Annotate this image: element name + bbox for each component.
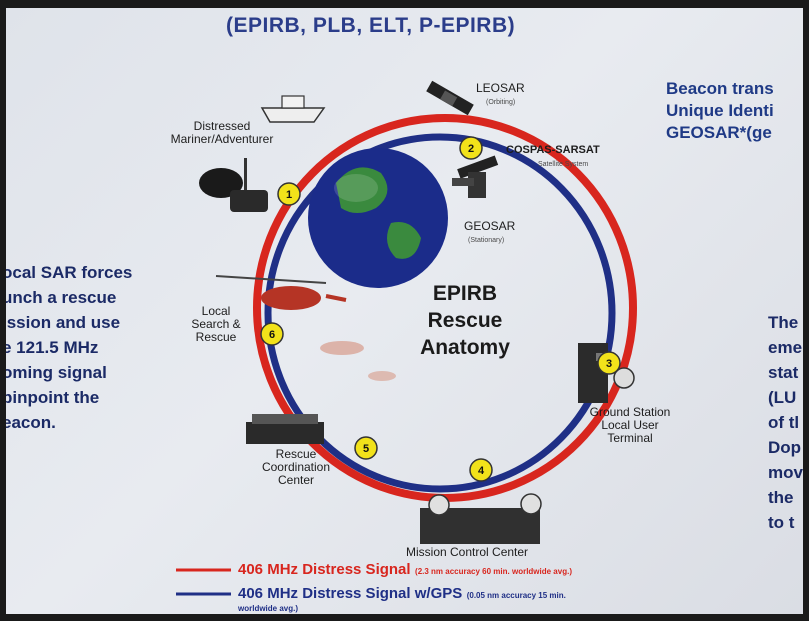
step-label-3: 3 <box>606 358 612 370</box>
label-distressed: Distressed Mariner/Adventurer <box>152 120 292 146</box>
label-geosar: GEOSAR <box>464 219 516 233</box>
globe-icon <box>308 148 448 288</box>
step-badge-6: 6 <box>260 322 284 346</box>
left-text-line-3: ission and use <box>6 313 121 332</box>
label-local-search-line-3: Rescue <box>195 330 237 344</box>
legend-red-main: 406 MHz Distress Signal <box>238 561 411 578</box>
center-title-line-2: Rescue <box>427 309 503 332</box>
step-badge-2: 2 <box>459 136 483 160</box>
right-text-line-8: the <box>768 488 794 507</box>
step-badge-3: 3 <box>597 351 621 375</box>
handheld-beacon-icon <box>199 158 268 212</box>
legend-blue: 406 MHz Distress Signal w/GPS (0.05 nm a… <box>238 585 566 603</box>
slide: (EPIRB, PLB, ELT, P-EPIRB) Beacon trans … <box>6 8 803 614</box>
right-text-line-2: eme <box>768 338 803 357</box>
legend-red-detail: (2.3 nm accuracy 60 min. worldwide avg.) <box>415 567 572 576</box>
label-geosar-sub: (Stationary) <box>468 237 505 244</box>
right-top-line-3: GEOSAR*(ge <box>666 123 772 142</box>
label-ground-station-line-2: Local User <box>601 418 659 432</box>
center-title-line-1: EPIRB <box>432 282 498 305</box>
label-mcc: Mission Control Center <box>406 545 529 559</box>
left-text-line-2: unch a rescue <box>6 288 117 307</box>
label-cospas-sub: Satellite System <box>538 161 589 168</box>
left-text-line-4: e 121.5 MHz <box>6 338 99 357</box>
diagram-svg: 1 2 3 4 5 6 <box>176 80 637 596</box>
right-text-line-6: Dop <box>768 438 802 457</box>
label-local-search: Local Search & Rescue <box>186 305 246 344</box>
label-rcc-line-1: Rescue <box>275 447 317 461</box>
left-text-line-1: ocal SAR forces <box>6 263 133 282</box>
label-cospas: COSPAS-SARSAT <box>506 144 600 156</box>
satellite-icon <box>426 80 474 116</box>
right-text-line-4: (LU <box>768 388 797 407</box>
label-rcc-line-2: Coordination <box>261 460 331 474</box>
right-text-line-5: of tl <box>768 413 800 432</box>
left-text-line-5: oming signal <box>6 363 107 382</box>
label-ground-station-line-1: Ground Station <box>589 405 671 419</box>
legend-blue-main: 406 MHz Distress Signal w/GPS <box>238 585 463 602</box>
left-text-line-6: pinpoint the <box>6 388 100 407</box>
legend-blue-detail-2: worldwide avg.) <box>238 604 299 613</box>
step-label-1: 1 <box>286 189 292 201</box>
center-title: EPIRB Rescue Anatomy <box>420 280 510 361</box>
geo-satellite-icon <box>452 155 499 198</box>
right-text-line-1: The <box>768 313 799 332</box>
step-label-4: 4 <box>478 465 485 477</box>
label-leosar: LEOSAR <box>476 81 525 95</box>
step-badge-4: 4 <box>469 458 493 482</box>
label-local-search-line-1: Local <box>201 304 231 318</box>
right-top-line-2: Unique Identi <box>666 101 774 120</box>
step-label-6: 6 <box>269 329 275 341</box>
label-leosar-sub: (Orbiting) <box>486 99 516 106</box>
step-badge-1: 1 <box>277 182 301 206</box>
center-title-line-3: Anatomy <box>420 336 510 359</box>
label-distressed-line-1: Distressed <box>193 119 251 133</box>
right-text-line-7: mov <box>768 463 803 482</box>
blue-orbit <box>264 133 616 493</box>
boat-icon <box>260 95 326 123</box>
right-text-line-3: stat <box>768 363 799 382</box>
rcc-building-icon <box>246 414 324 444</box>
header-title: (EPIRB, PLB, ELT, P-EPIRB) <box>226 14 516 37</box>
legend-red: 406 MHz Distress Signal (2.3 nm accuracy… <box>238 561 572 579</box>
step-label-5: 5 <box>363 443 369 455</box>
helicopter-icon <box>215 275 347 310</box>
step-label-2: 2 <box>468 143 474 155</box>
mcc-building-icon <box>420 493 542 544</box>
right-text-line-9: to t <box>768 513 795 532</box>
step-badge-5: 5 <box>354 436 378 460</box>
label-ground-station-line-3: Terminal <box>607 431 653 445</box>
legend-blue-detail-1: (0.05 nm accuracy 15 min. <box>466 591 566 600</box>
label-ground-station: Ground Station Local User Terminal <box>580 406 680 445</box>
label-rcc: Rescue Coordination Center <box>256 448 336 487</box>
left-text-line-7: eacon. <box>6 413 56 432</box>
label-rcc-line-3: Center <box>277 473 315 487</box>
label-local-search-line-2: Search & <box>191 317 241 331</box>
ground-station-icon <box>578 343 635 403</box>
right-top-line-1: Beacon trans <box>666 79 774 98</box>
label-distressed-line-2: Mariner/Adventurer <box>170 132 274 146</box>
